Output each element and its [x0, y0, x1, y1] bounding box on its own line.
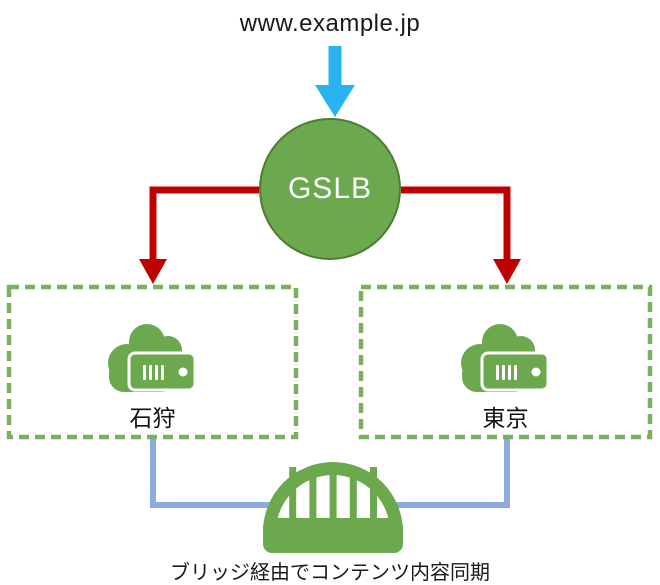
sync-caption: ブリッジ経由でコンテンツ内容同期 [170, 562, 490, 584]
red-arrowhead-right [493, 259, 521, 284]
blue-connector-left [150, 438, 275, 508]
site-label-ishikari: 石狩 [129, 405, 176, 431]
bridge-icon [263, 462, 403, 553]
domain-title: www.example.jp [239, 10, 421, 37]
red-arrowhead-left [139, 259, 167, 284]
site-box-tokyo: 東京 [361, 287, 650, 437]
red-connector-left [139, 186, 259, 284]
cloud-server-icon [107, 321, 199, 393]
site-box-ishikari: 石狩 [9, 287, 296, 437]
cloud-server-icon [460, 321, 552, 393]
gslb-label: GSLB [287, 172, 373, 205]
site-label-tokyo: 東京 [482, 405, 529, 431]
red-connector-right [401, 186, 521, 284]
down-arrow-icon [315, 46, 355, 117]
gslb-node: GSLB [259, 118, 401, 260]
blue-connector-right [391, 438, 510, 508]
